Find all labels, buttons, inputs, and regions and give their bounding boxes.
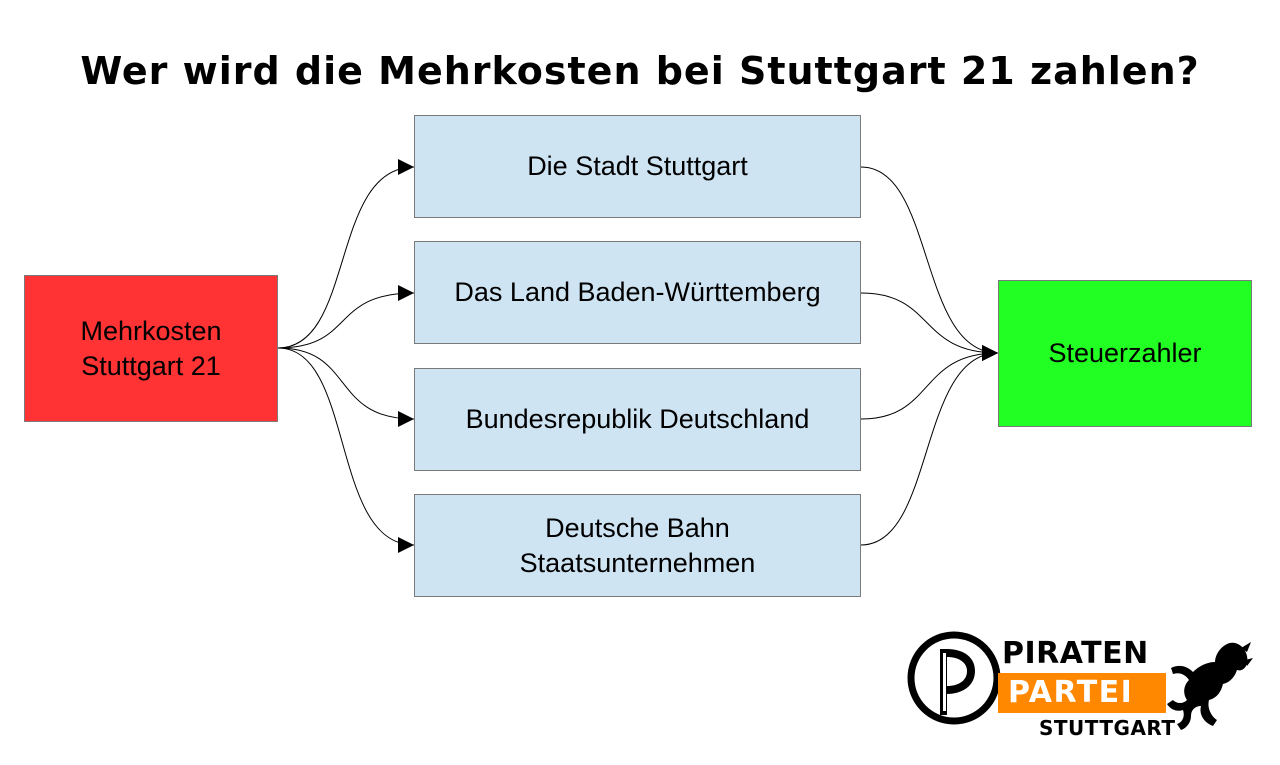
arrow-land-to-steuerzahler [860, 292, 999, 361]
payer-box-stadt: Die Stadt Stuttgart [414, 115, 861, 218]
payer-label: Die Stadt Stuttgart [527, 151, 748, 181]
pirate-flag-icon [907, 631, 1001, 725]
arrow-bund-to-steuerzahler [860, 345, 999, 420]
source-label-line-1: Mehrkosten [80, 315, 222, 346]
target-label: Steuerzahler [1048, 338, 1202, 368]
logo-text-piraten: PIRATEN [1002, 636, 1149, 671]
payer-label-line-1: Deutsche Bahn [545, 512, 730, 543]
logo-partei-band [998, 673, 1166, 713]
target-box-steuerzahler: Steuerzahler [998, 280, 1252, 427]
payer-box-bund: Bundesrepublik Deutschland [414, 368, 861, 471]
logo-text-stuttgart: STUTTGART [1039, 716, 1176, 740]
arrow-source-to-land [277, 285, 415, 349]
diagram-title: Wer wird die Mehrkosten bei Stuttgart 21… [80, 49, 1200, 93]
payer-box-land: Das Land Baden-Württemberg [414, 241, 861, 344]
payer-label-line-2: Staatsunternehmen [519, 547, 756, 578]
payer-label: Bundesrepublik Deutschland [465, 404, 810, 434]
payer-box-bahn: Deutsche Bahn Staatsunternehmen [414, 494, 861, 597]
arrow-source-to-bahn [277, 347, 415, 553]
stuttgart-horse-icon [1167, 642, 1253, 730]
piratenpartei-stuttgart-logo: PIRATEN PARTEI STUTTGART [905, 628, 1260, 743]
arrow-source-to-bund [277, 347, 415, 427]
arrow-bahn-to-steuerzahler [860, 345, 999, 546]
payer-label: Das Land Baden-Württemberg [454, 277, 821, 307]
arrow-stadt-to-steuerzahler [860, 166, 999, 361]
source-label-line-2: Stuttgart 21 [81, 350, 221, 381]
arrow-source-to-stadt [277, 159, 415, 349]
logo-text-partei: PARTEI [1008, 675, 1134, 710]
source-box-mehrkosten: Mehrkosten Stuttgart 21 [24, 275, 278, 422]
